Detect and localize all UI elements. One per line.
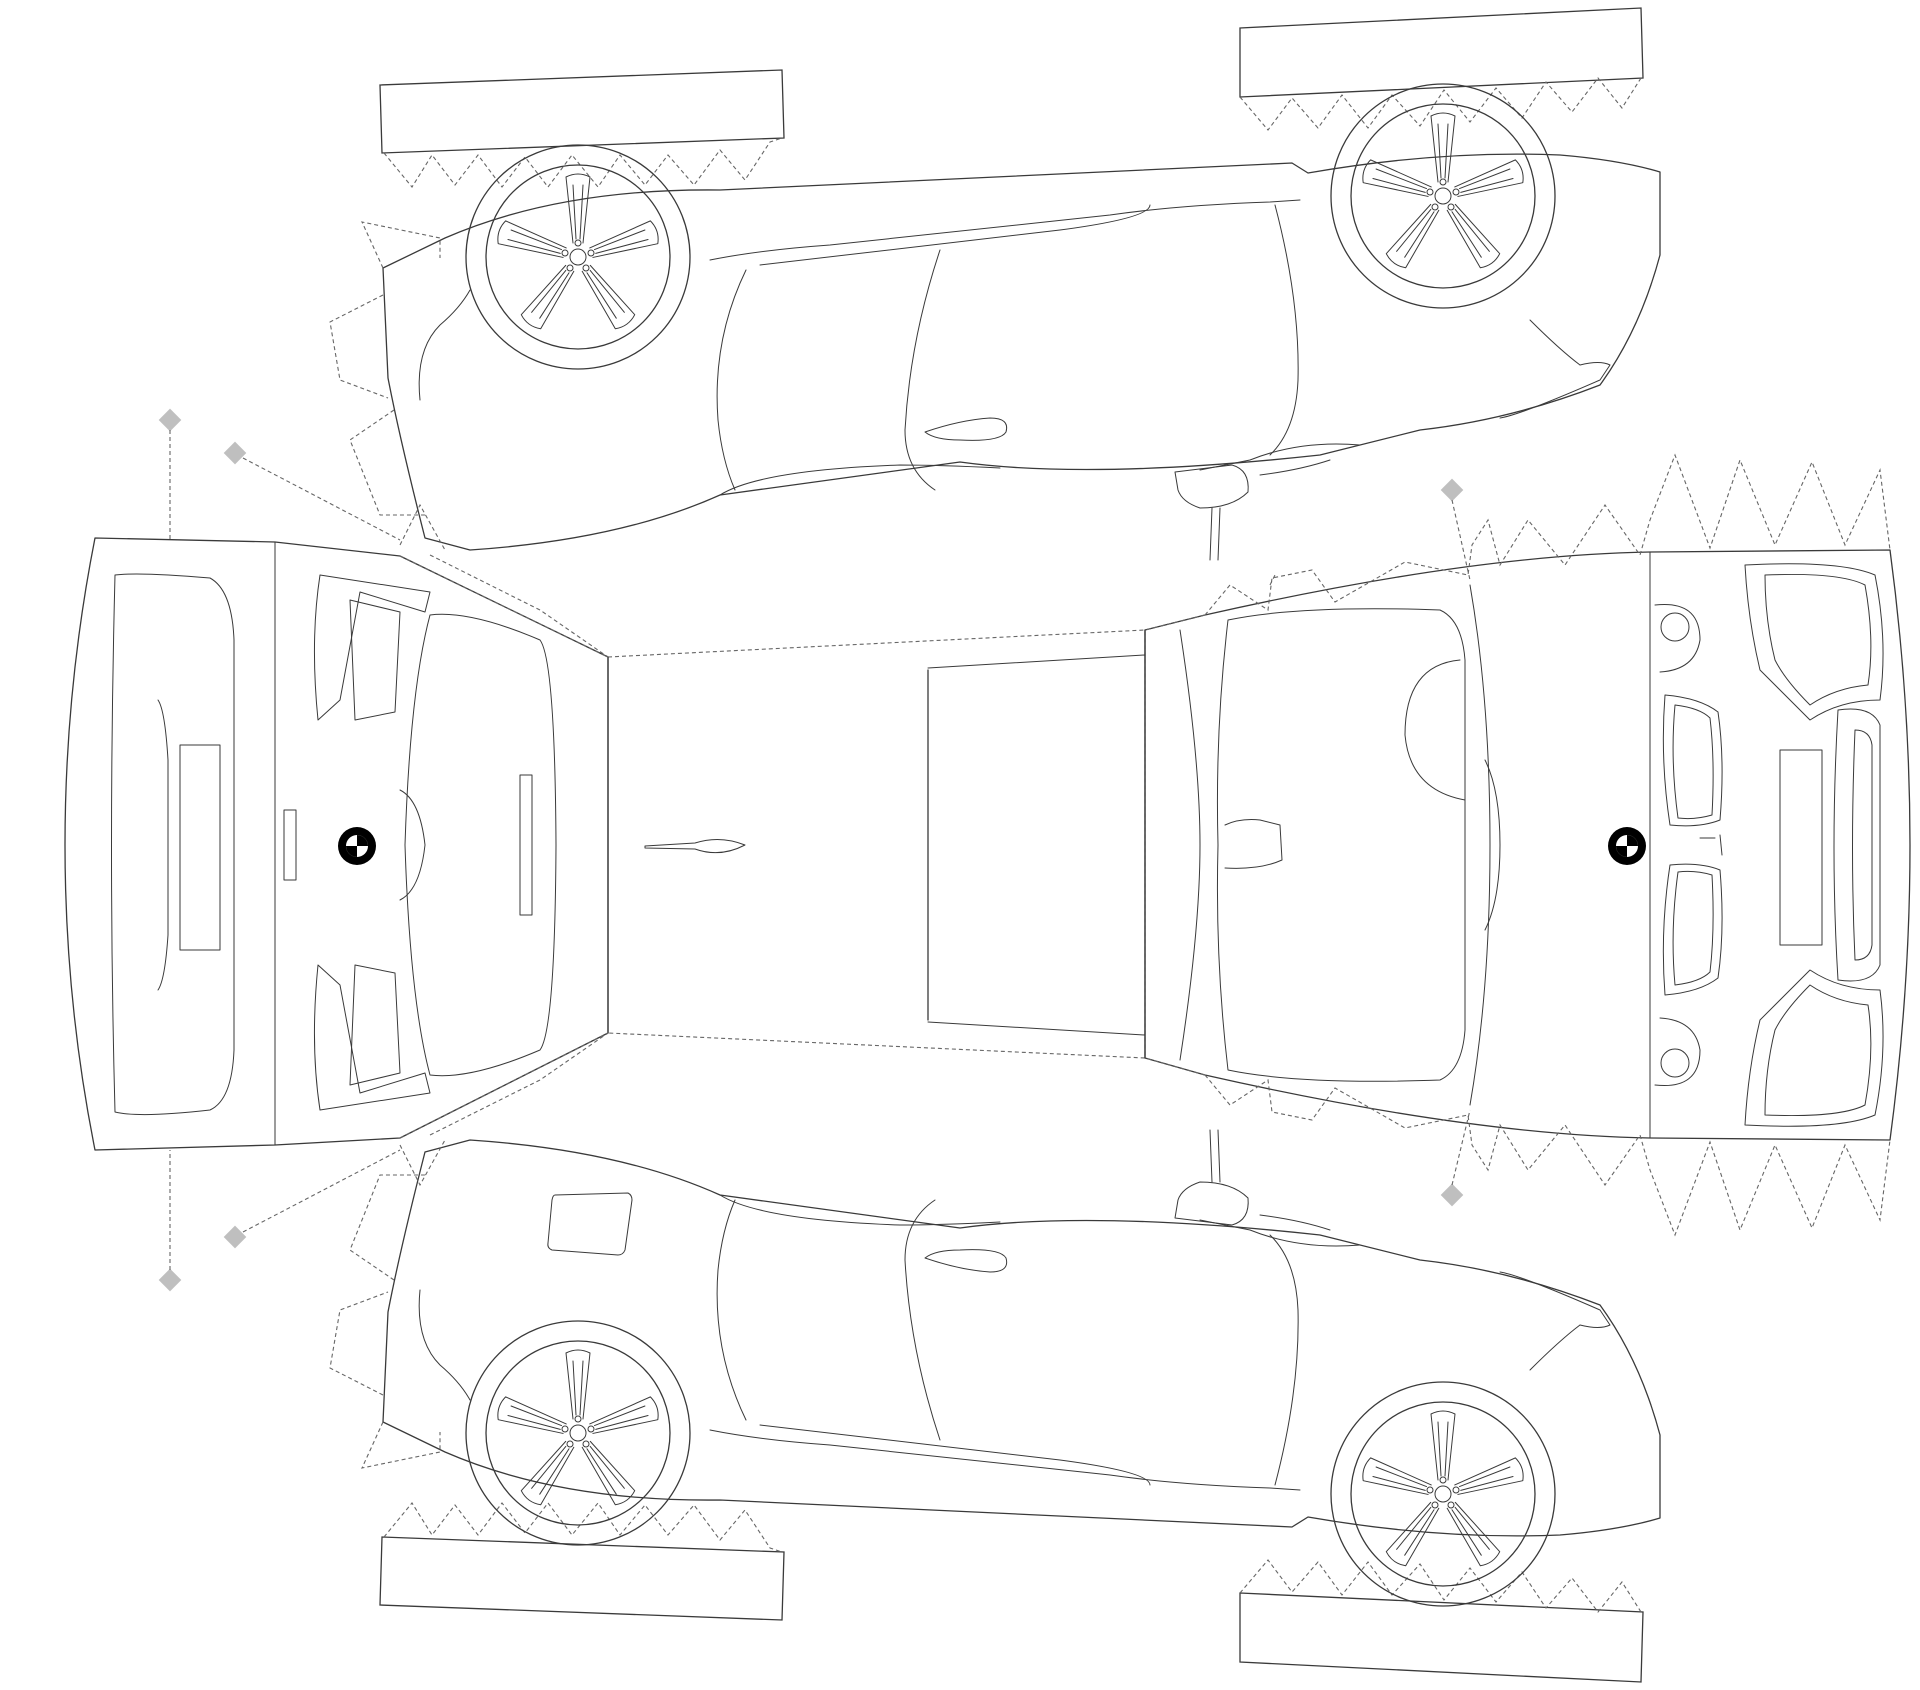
roof-panel xyxy=(607,629,1146,1059)
glue-marker-5 xyxy=(1440,478,1471,581)
glue-marker-6 xyxy=(1440,1109,1471,1207)
wheel-bottom-left xyxy=(466,1321,690,1545)
rear-panel xyxy=(64,537,609,1151)
glue-marker-3 xyxy=(158,1150,182,1292)
base-tab-bottom-right xyxy=(1239,1592,1644,1683)
side-panel-bottom xyxy=(379,1129,1661,1683)
base-tab-bottom-left xyxy=(379,1536,785,1621)
logo-rear xyxy=(338,827,376,865)
charge-flap xyxy=(547,1192,633,1256)
fold-lines xyxy=(329,221,1891,1469)
glue-marker-2 xyxy=(223,441,401,541)
glue-marker-1 xyxy=(158,408,182,540)
wheel-top-left xyxy=(466,145,690,369)
side-panel-top xyxy=(379,7,1661,561)
base-tab-top-right xyxy=(1239,7,1644,98)
logo-front xyxy=(1608,827,1646,865)
roof-antenna xyxy=(644,839,746,854)
glue-marker-4 xyxy=(223,1149,401,1249)
wheel-top-right xyxy=(1331,84,1555,308)
base-tab-top-left xyxy=(379,69,785,154)
front-panel xyxy=(1144,549,1911,1141)
wheel-bottom-right xyxy=(1331,1382,1555,1606)
